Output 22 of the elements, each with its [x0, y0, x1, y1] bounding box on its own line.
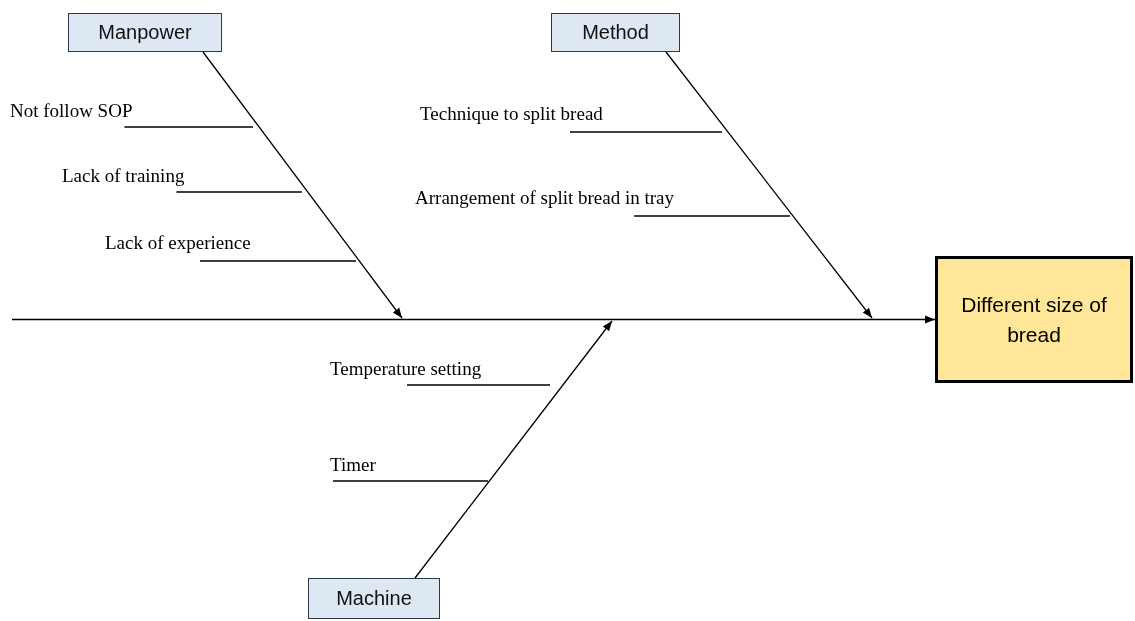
cause-label: Lack of experience	[105, 232, 251, 261]
leader-line	[175, 191, 303, 193]
cause-label: Not follow SOP	[10, 100, 133, 127]
cause-label: Lack of training	[62, 165, 185, 192]
leader-line	[332, 480, 489, 482]
leader-line	[199, 260, 357, 262]
category-box: Method	[551, 13, 680, 52]
leader-line	[633, 215, 791, 217]
arrow	[11, 315, 936, 324]
leader-line	[123, 126, 254, 128]
leader-line	[569, 131, 723, 133]
cause-label: Technique to split bread	[420, 103, 603, 132]
arrow	[202, 51, 403, 319]
effect-box: Different size of bread	[935, 256, 1133, 383]
category-box: Machine	[308, 578, 440, 619]
category-box: Manpower	[68, 13, 222, 52]
arrow	[414, 320, 613, 579]
cause-label: Temperature setting	[330, 358, 482, 385]
leader-line	[406, 384, 551, 386]
cause-label: Arrangement of split bread in tray	[415, 187, 675, 216]
cause-label: Timer	[330, 454, 376, 481]
arrow	[665, 51, 873, 319]
